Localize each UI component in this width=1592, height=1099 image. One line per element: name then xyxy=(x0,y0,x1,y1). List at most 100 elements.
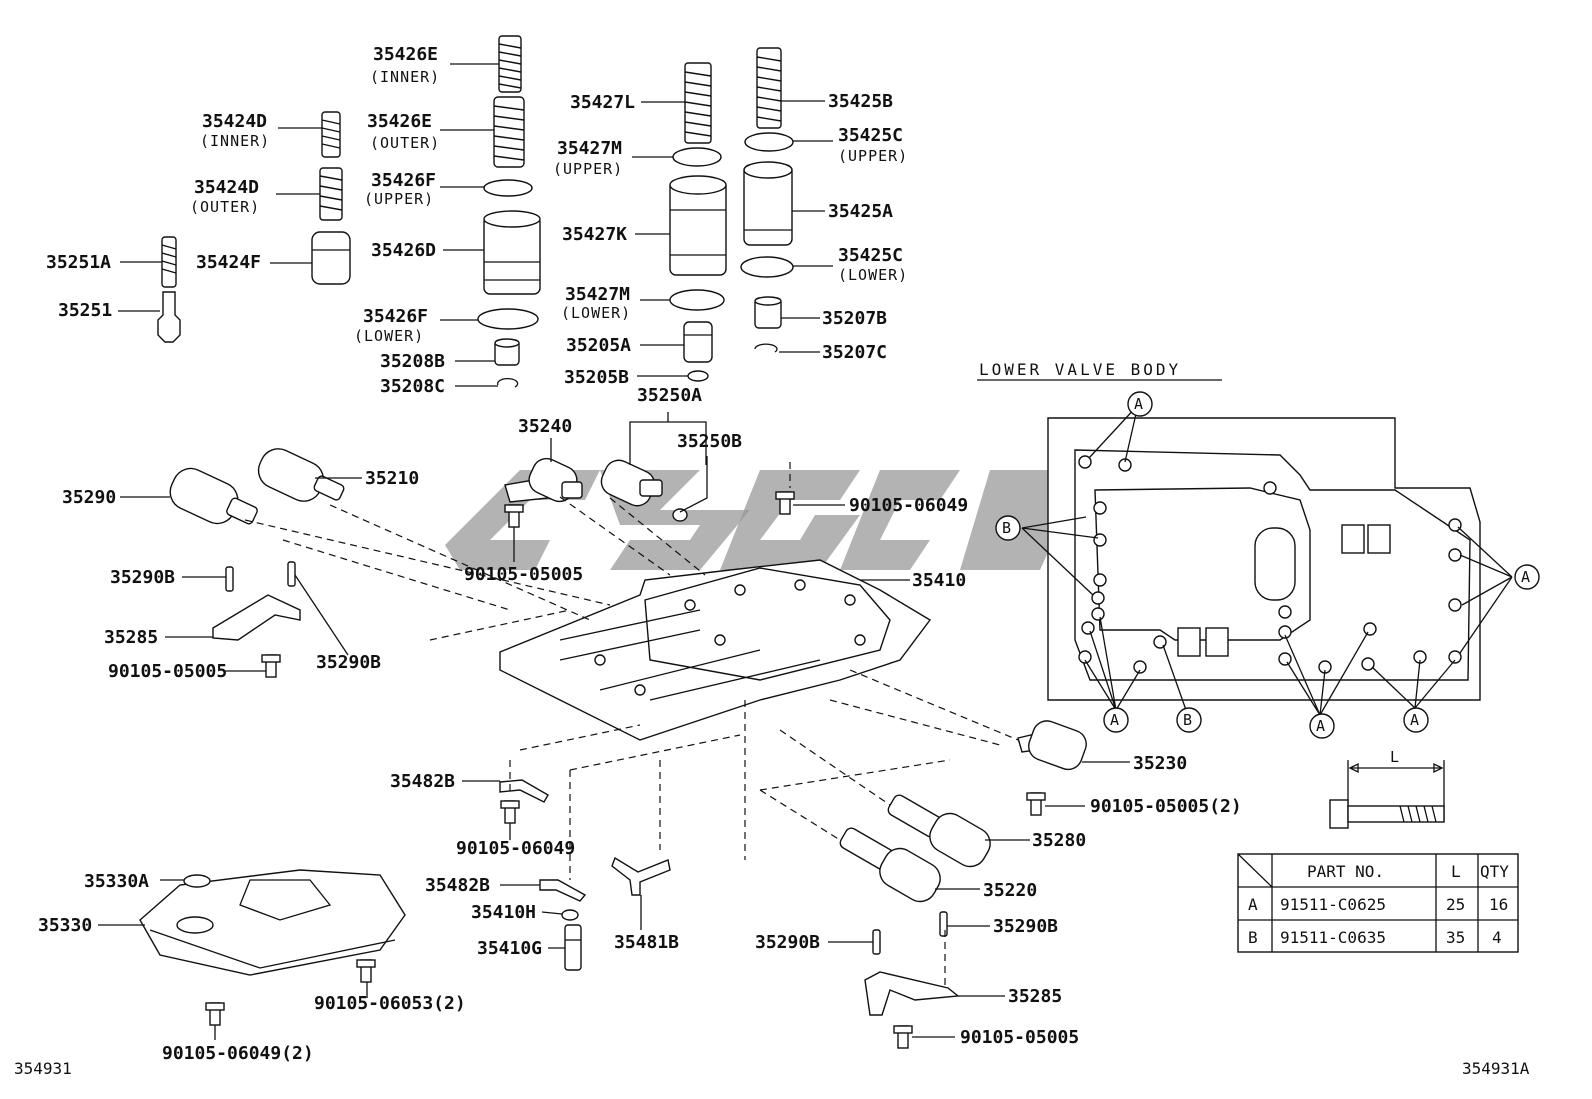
table-row-b-key: B xyxy=(1248,928,1258,947)
valve-35427K xyxy=(669,175,727,276)
sublabel-35424D-inner: (INNER) xyxy=(200,132,270,150)
plug-35205A xyxy=(683,321,713,363)
label-35482B-1: 35482B xyxy=(390,771,455,792)
label-35427M-upper: 35427M xyxy=(557,138,622,159)
footer-left-code: 354931 xyxy=(14,1059,72,1078)
marker-circle-B-bottom xyxy=(1176,707,1202,733)
label-35207B: 35207B xyxy=(822,308,887,329)
valve-35426D xyxy=(483,210,541,295)
marker-letter-A-right: A xyxy=(1521,568,1531,586)
table-header-l: L xyxy=(1451,862,1461,881)
label-35290B-r2: 35290B xyxy=(993,916,1058,937)
bolt-90105-05005-left xyxy=(261,654,281,678)
table-row-b-part-no: 91511-C0635 xyxy=(1280,928,1386,947)
plug-35208B xyxy=(494,338,520,366)
bolt-90105-05005-right xyxy=(893,1025,913,1049)
spring-35424D-inner xyxy=(321,111,341,158)
label-90105-06049-top: 90105-06049 xyxy=(849,495,968,516)
table-row-a-qty: 16 xyxy=(1489,895,1508,914)
o-ring-35427M-lower xyxy=(669,289,725,311)
clip-35207C xyxy=(754,343,778,353)
marker-circle-A-right xyxy=(1514,564,1540,590)
label-35424D-outer: 35424D xyxy=(194,177,259,198)
label-35210: 35210 xyxy=(365,468,419,489)
label-35290: 35290 xyxy=(62,487,116,508)
label-35426E-outer: 35426E xyxy=(367,111,432,132)
table-row-a-key: A xyxy=(1248,895,1258,914)
clip-35208C xyxy=(496,377,519,388)
label-35330: 35330 xyxy=(38,915,92,936)
marker-letter-B-left: B xyxy=(1002,519,1012,537)
sublabel-35427M-upper: (UPPER) xyxy=(553,160,623,178)
o-ring-35410H xyxy=(561,909,579,921)
marker-circle-A-bottom1 xyxy=(1103,707,1129,733)
label-35330A: 35330A xyxy=(84,871,149,892)
label-35208C: 35208C xyxy=(380,376,445,397)
bolt-90105-05005-2 xyxy=(1026,792,1046,816)
label-35410: 35410 xyxy=(912,570,966,591)
label-35280: 35280 xyxy=(1032,830,1086,851)
label-35251: 35251 xyxy=(58,300,112,321)
solenoid-35230 xyxy=(1017,720,1087,771)
spring-35426E-inner xyxy=(498,35,522,93)
solenoid-35240 xyxy=(504,457,583,503)
label-35250A: 35250A xyxy=(637,385,702,406)
pin-35290B-r2 xyxy=(939,911,948,937)
bolt-90105-06053 xyxy=(356,959,376,983)
valve-35425A xyxy=(743,161,793,246)
label-90105-06049-mid: 90105-06049 xyxy=(456,838,575,859)
valve-35424F xyxy=(311,231,351,285)
label-35290B-l2: 35290B xyxy=(316,652,381,673)
label-35205B: 35205B xyxy=(564,367,629,388)
label-35426D: 35426D xyxy=(371,240,436,261)
o-ring-35425C-lower xyxy=(740,256,794,278)
label-35410G: 35410G xyxy=(477,938,542,959)
marker-circle-B-left xyxy=(995,515,1021,541)
bolt-90105-05005-mid xyxy=(504,504,524,528)
label-35220: 35220 xyxy=(983,880,1037,901)
sublabel-35425C-upper: (UPPER) xyxy=(838,147,908,165)
label-35240: 35240 xyxy=(518,416,572,437)
sublabel-35426E-outer: (OUTER) xyxy=(370,134,440,152)
label-35285-right: 35285 xyxy=(1008,986,1062,1007)
bracket-35285-right xyxy=(864,971,960,1016)
label-35250B: 35250B xyxy=(677,431,742,452)
bolt-90105-06049-top xyxy=(775,491,795,515)
table-header-part-no: PART NO. xyxy=(1307,862,1384,881)
sublabel-35427M-lower: (LOWER) xyxy=(561,304,631,322)
label-35425B: 35425B xyxy=(828,91,893,112)
label-35427K: 35427K xyxy=(562,224,627,245)
label-35290B-l1: 35290B xyxy=(110,567,175,588)
label-90105-05005-2: 90105-05005(2) xyxy=(1090,796,1242,817)
label-35426F-upper: 35426F xyxy=(371,170,436,191)
sublabel-35424D-outer: (OUTER) xyxy=(190,198,260,216)
dashed-guide-lines xyxy=(244,462,1019,990)
solenoid-35220 xyxy=(839,827,941,903)
label-90105-05005-mid: 90105-05005 xyxy=(464,564,583,585)
oil-strainer-35330 xyxy=(139,869,406,976)
label-35410H: 35410H xyxy=(471,902,536,923)
bolt-90105-06049-bot xyxy=(205,1002,225,1026)
plug-35410G xyxy=(564,924,582,971)
sublabel-35425C-lower: (LOWER) xyxy=(838,266,908,284)
label-35427M-lower: 35427M xyxy=(565,284,630,305)
valve-body-35410 xyxy=(499,559,932,741)
marker-letters: A B A B A A A xyxy=(1002,395,1531,735)
bracket-35482B-1 xyxy=(499,779,549,803)
marker-circle-A-bottom3 xyxy=(1403,707,1429,733)
label-35426E-inner: 35426E xyxy=(373,44,438,65)
label-35481B: 35481B xyxy=(614,932,679,953)
parts-table xyxy=(1237,853,1519,953)
label-35290B-r: 35290B xyxy=(755,932,820,953)
solenoid-35280 xyxy=(887,794,991,868)
label-35425C-lower: 35425C xyxy=(838,245,903,266)
label-35425C-upper: 35425C xyxy=(838,125,903,146)
spring-35427L xyxy=(684,62,712,144)
footer-right-code: 354931A xyxy=(1462,1059,1530,1078)
leader-lines xyxy=(98,63,1130,1040)
label-35205A: 35205A xyxy=(566,335,631,356)
label-35424F: 35424F xyxy=(196,252,261,273)
bolt-length-label: L xyxy=(1390,748,1400,766)
